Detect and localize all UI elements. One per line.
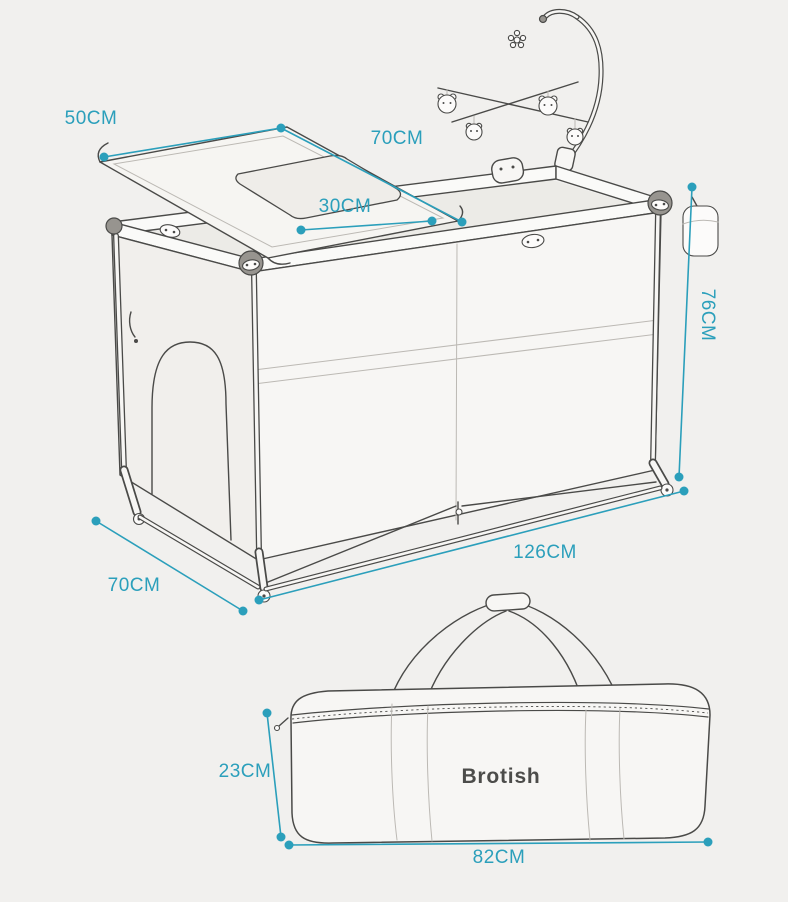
hanging-toy-bear-icon <box>566 127 584 146</box>
dimension-line-126cm <box>254 486 689 605</box>
hanging-toy-bear-icon <box>465 122 483 141</box>
corner-caps <box>105 157 673 276</box>
mobile-toy-arm <box>437 8 604 172</box>
zipper-pull-icon <box>128 311 136 338</box>
dimension-label-crib-height: 76CM <box>697 288 718 342</box>
storage-pocket <box>682 196 719 257</box>
arch-window <box>151 341 232 541</box>
dimension-line-70cm-depth <box>91 516 248 616</box>
dimension-label-bag-length: 82CM <box>472 847 526 868</box>
brand-label: Brotish <box>461 765 541 788</box>
rail-lock-icon <box>521 233 545 249</box>
dimension-line-30cm <box>296 216 437 235</box>
hanging-toy-bear-icon <box>437 93 457 114</box>
carry-bag <box>273 592 711 844</box>
dimension-line-82cm <box>284 837 713 850</box>
hook-knob-icon <box>538 14 548 24</box>
dimension-label-crib-depth: 70CM <box>107 575 161 596</box>
changing-pad <box>235 154 402 220</box>
hanging-toy-bear-icon <box>538 95 558 116</box>
dimension-label-bag-height: 23CM <box>218 761 272 782</box>
zipper-icon <box>291 706 709 720</box>
dimension-line-23cm <box>262 708 286 842</box>
rail-lock-icon <box>159 224 181 238</box>
zipper-pull-icon <box>273 724 281 732</box>
bag-body <box>290 683 711 844</box>
dimension-label-changing-mat-length: 70CM <box>370 128 424 149</box>
dimension-label-changing-mat-width: 50CM <box>64 108 118 129</box>
dimension-line-70cm-top <box>280 127 467 227</box>
handle-grip <box>485 592 531 612</box>
folding-base-frame <box>137 481 663 592</box>
corner-cap-icon <box>105 217 123 235</box>
music-box <box>491 157 525 184</box>
dimension-line-76cm <box>674 182 697 482</box>
flower-bead-icon <box>507 29 527 49</box>
dimension-label-crib-length: 126CM <box>513 542 577 563</box>
dimension-label-changing-pad-width: 30CM <box>318 196 372 217</box>
base-hinge-icon <box>455 508 463 516</box>
